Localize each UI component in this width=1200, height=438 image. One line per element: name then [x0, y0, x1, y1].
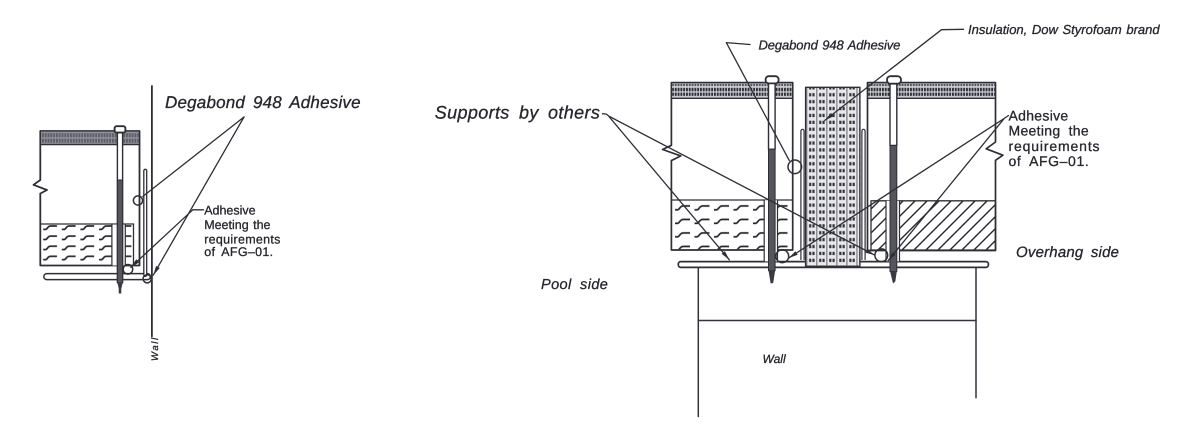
svg-text:Adhesive: Adhesive: [204, 203, 255, 217]
svg-text:of AFG–01.: of AFG–01.: [1009, 153, 1090, 169]
svg-text:requirements: requirements: [1009, 138, 1101, 154]
svg-text:Wall: Wall: [763, 352, 786, 366]
svg-text:of AFG–01.: of AFG–01.: [204, 245, 273, 259]
svg-text:Overhang side: Overhang side: [1016, 244, 1119, 261]
svg-text:Wall: Wall: [150, 336, 161, 361]
svg-text:Degabond 948 Adhesive: Degabond 948 Adhesive: [759, 38, 901, 53]
svg-text:Degabond 948 Adhesive: Degabond 948 Adhesive: [165, 93, 361, 112]
svg-text:Pool side: Pool side: [541, 277, 608, 293]
svg-text:Meeting the: Meeting the: [1009, 123, 1089, 139]
svg-text:Adhesive: Adhesive: [1009, 108, 1069, 124]
svg-text:requirements: requirements: [204, 233, 281, 247]
svg-text:Supports by others: Supports by others: [435, 102, 600, 122]
svg-text:Insulation, Dow Styrofoam bran: Insulation, Dow Styrofoam brand: [968, 22, 1160, 37]
svg-text:Meeting the: Meeting the: [204, 218, 270, 232]
